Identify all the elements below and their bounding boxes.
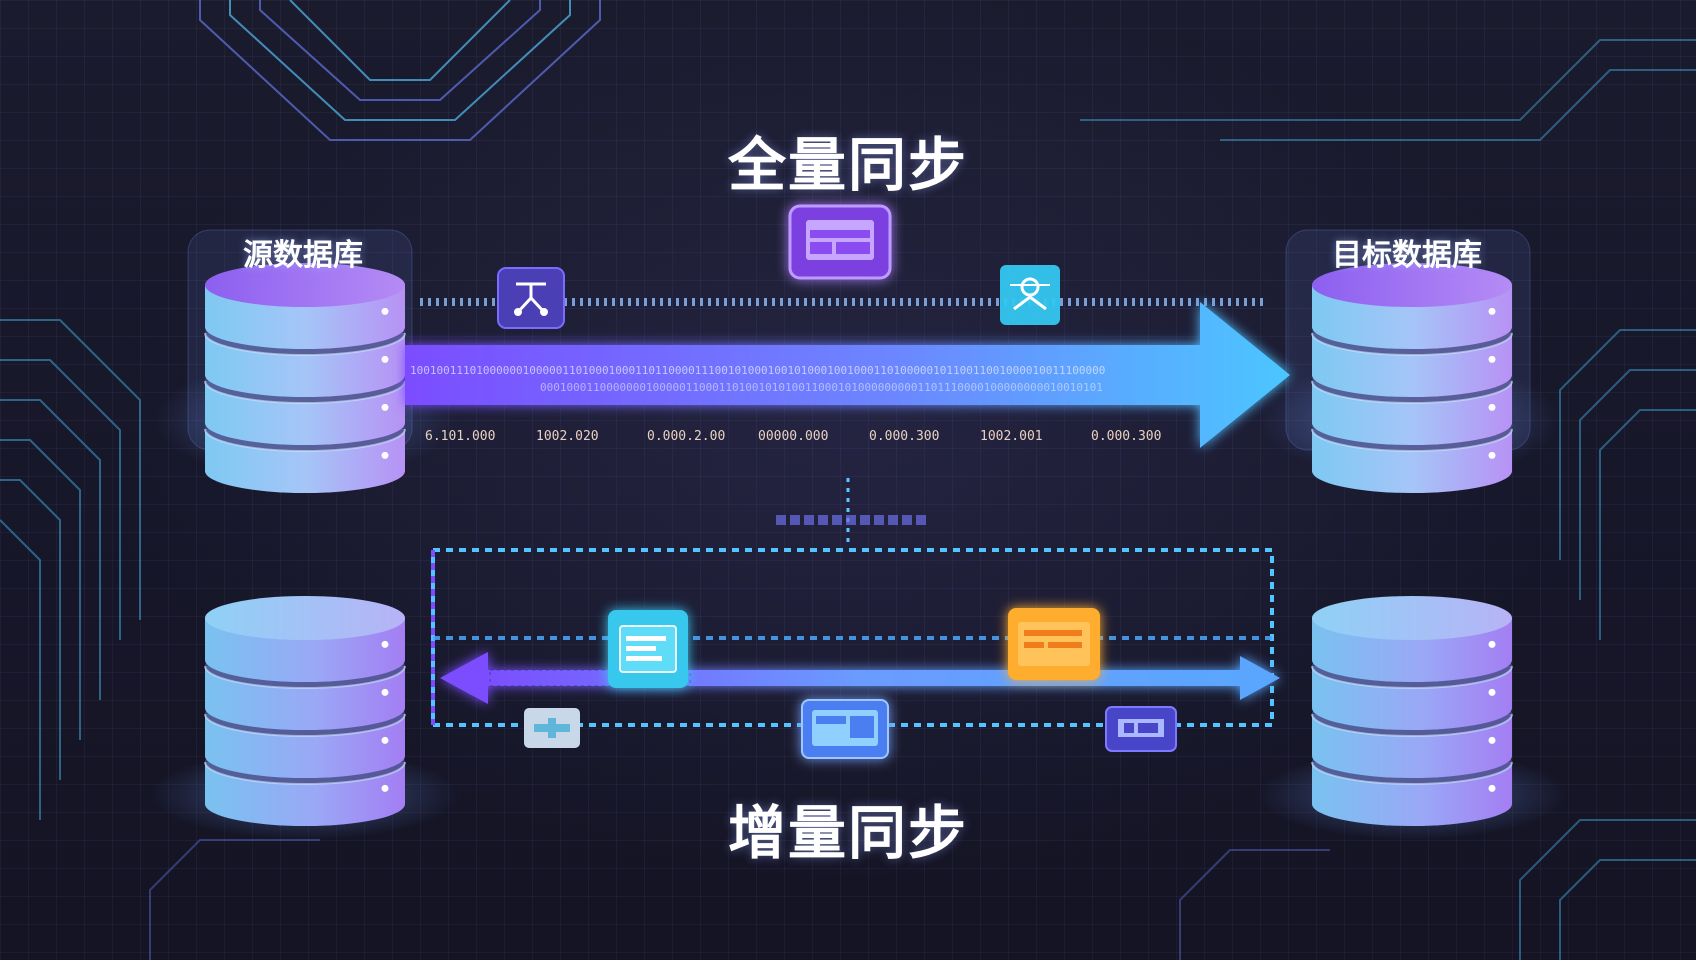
document-card-icon xyxy=(608,610,688,688)
database-led xyxy=(381,736,389,744)
incremental-sync-title: 增量同步 xyxy=(727,799,968,867)
database-edge xyxy=(204,428,406,452)
circuit-traces-bottom xyxy=(149,839,1330,960)
section-connector xyxy=(776,478,930,548)
target-database-label: 目标数据库 xyxy=(1332,238,1482,273)
database-edge xyxy=(1311,713,1513,737)
database-edge xyxy=(204,380,406,404)
browser-window-icon xyxy=(801,699,889,759)
bus-window-icon xyxy=(1105,706,1177,752)
bit-stream-text-2: 0001000110000000100000110001101001010100… xyxy=(540,381,1103,394)
database-led xyxy=(381,451,389,459)
counter-value: 0.000.300 xyxy=(869,429,939,444)
database-edge xyxy=(1311,665,1513,689)
database-edge xyxy=(1311,428,1513,452)
person-scan-icon xyxy=(1000,265,1060,325)
counter-value: 1002.001 xyxy=(980,429,1043,444)
counter-value: 6.101.000 xyxy=(425,429,495,444)
data-card-icon xyxy=(1008,608,1100,680)
database-led xyxy=(1488,451,1496,459)
database-edge xyxy=(1311,761,1513,785)
circuit-traces-left xyxy=(0,319,141,820)
circuit-traces-right xyxy=(1080,39,1696,960)
database-led xyxy=(381,307,389,315)
source-database-icon-bottom xyxy=(204,596,406,826)
database-edge xyxy=(204,332,406,356)
database-led xyxy=(381,784,389,792)
circuit-traces-top-left xyxy=(199,0,601,141)
counter-row: 6.101.000 1002.020 0.000.2.00 00000.000 0.00… xyxy=(425,429,1161,444)
database-led xyxy=(1488,403,1496,411)
full-sync-title: 全量同步 xyxy=(727,131,968,199)
database-top xyxy=(1312,263,1512,307)
counter-value: 00000.000 xyxy=(758,429,828,444)
connector-icon xyxy=(524,708,580,748)
window-layout-icon xyxy=(788,204,892,280)
database-led xyxy=(1488,736,1496,744)
database-led xyxy=(381,403,389,411)
database-edge xyxy=(204,665,406,689)
database-edge xyxy=(1311,332,1513,356)
source-database-label: 源数据库 xyxy=(243,238,363,273)
database-edge xyxy=(1311,380,1513,404)
counter-value: 0.000.2.00 xyxy=(647,429,725,444)
database-led xyxy=(381,688,389,696)
database-led xyxy=(1488,355,1496,363)
incremental-sync-arrow xyxy=(440,652,1280,704)
database-led xyxy=(1488,640,1496,648)
flow-chart-icon xyxy=(497,267,565,329)
counter-value: 0.000.300 xyxy=(1091,429,1161,444)
database-led xyxy=(381,355,389,363)
database-edge xyxy=(204,713,406,737)
incremental-frame xyxy=(431,548,1274,727)
database-led xyxy=(381,640,389,648)
target-database-icon-bottom xyxy=(1311,596,1513,826)
database-top xyxy=(205,596,405,640)
full-sync-arrow xyxy=(405,302,1290,448)
database-led xyxy=(1488,688,1496,696)
database-edge xyxy=(204,761,406,785)
bit-stream-text: 1001001110100000010000011010001000110110… xyxy=(410,364,1105,377)
source-database-icon xyxy=(204,263,406,493)
database-led xyxy=(1488,307,1496,315)
target-database-icon xyxy=(1311,263,1513,493)
counter-value: 1002.020 xyxy=(536,429,599,444)
database-top xyxy=(1312,596,1512,640)
database-led xyxy=(1488,784,1496,792)
database-top xyxy=(205,263,405,307)
